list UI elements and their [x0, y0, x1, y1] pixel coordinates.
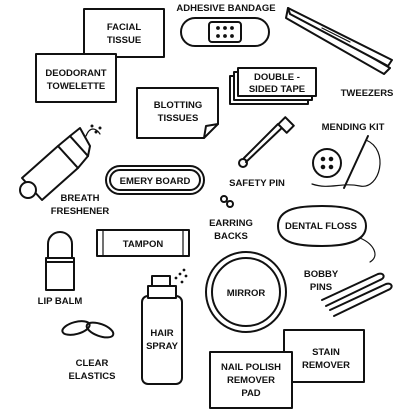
- bobby-pins-label-2: PINS: [310, 282, 332, 293]
- breath-freshener-label-2: FRESHENER: [51, 206, 110, 217]
- hair-spray-icon: [141, 295, 183, 385]
- breath-freshener-item: BREATH FRESHENER: [19, 124, 110, 217]
- blotting-tissues-item: BLOTTING TISSUES: [136, 87, 219, 139]
- deodorant-towelette-label-1: DEODORANT: [45, 68, 106, 79]
- tampon-item: TAMPON: [96, 229, 190, 257]
- safety-pin-label: SAFETY PIN: [229, 178, 285, 189]
- hair-spray-item: HAIR SPRAY: [141, 268, 188, 385]
- hair-spray-label-2: SPRAY: [146, 341, 179, 352]
- stain-remover-icon: [283, 329, 365, 383]
- safety-pin-icon: [245, 123, 287, 163]
- mending-kit-item: MENDING KIT: [311, 122, 385, 189]
- tampon-icon: [96, 229, 190, 257]
- nail-polish-remover-pad-label-3: PAD: [241, 388, 260, 399]
- lip-balm-icon: [47, 231, 73, 259]
- facial-tissue-label-1: FACIAL: [107, 22, 142, 33]
- bobby-pins-item: BOBBY PINS: [304, 269, 393, 317]
- hair-spray-label-1: HAIR: [150, 328, 173, 339]
- clear-elastics-item: CLEAR ELASTICS: [61, 320, 116, 382]
- blotting-tissues-icon: [136, 87, 219, 139]
- emery-board-icon: [105, 165, 205, 195]
- adhesive-bandage-item: ADHESIVE BANDAGE: [176, 3, 276, 47]
- deodorant-towelette-label-2: TOWELETTE: [47, 81, 105, 92]
- double-sided-tape-label-1: DOUBLE -: [254, 72, 300, 83]
- deodorant-towelette-item: DEODORANT TOWELETTE: [35, 53, 117, 103]
- mirror-label: MIRROR: [227, 288, 266, 299]
- stain-remover-item: STAIN REMOVER: [283, 329, 365, 383]
- safety-pin-item: SAFETY PIN: [229, 116, 295, 189]
- nail-polish-remover-pad-item: NAIL POLISH REMOVER PAD: [209, 351, 293, 409]
- needle-icon: [343, 135, 369, 189]
- nail-polish-remover-pad-icon: [209, 351, 293, 409]
- dental-floss-label: DENTAL FLOSS: [285, 221, 357, 232]
- tweezers-label: TWEEZERS: [341, 88, 394, 99]
- deodorant-towelette-icon: [35, 53, 117, 103]
- facial-tissue-icon: [83, 8, 165, 58]
- emery-board-label: EMERY BOARD: [120, 176, 191, 187]
- adhesive-bandage-icon: [180, 17, 270, 47]
- emery-board-item: EMERY BOARD: [105, 165, 205, 195]
- clear-elastics-label-2: ELASTICS: [69, 371, 116, 382]
- mirror-item: MIRROR: [205, 251, 287, 333]
- nail-polish-remover-pad-label-1: NAIL POLISH: [221, 362, 281, 373]
- breath-freshener-label-1: BREATH: [61, 193, 100, 204]
- button-icon: [312, 148, 342, 178]
- nail-polish-remover-pad-label-2: REMOVER: [227, 375, 275, 386]
- blotting-tissues-label-1: BLOTTING: [154, 100, 203, 111]
- blotting-tissues-label-2: TISSUES: [158, 113, 199, 124]
- earring-backs-label-1: EARRING: [209, 218, 253, 229]
- lip-balm-label: LIP BALM: [38, 296, 83, 307]
- earring-backs-item: EARRING BACKS: [209, 195, 253, 242]
- mending-kit-label: MENDING KIT: [322, 122, 385, 133]
- clear-elastics-icon: [61, 320, 91, 336]
- earring-backs-icon: [220, 195, 228, 203]
- mirror-icon: [205, 251, 287, 333]
- double-sided-tape-item: DOUBLE - SIDED TAPE: [229, 67, 317, 105]
- dental-floss-item: DENTAL FLOSS: [277, 205, 376, 263]
- stain-remover-label-2: REMOVER: [302, 360, 350, 371]
- bobby-pins-label-1: BOBBY: [304, 269, 339, 280]
- facial-tissue-item: FACIAL TISSUE: [83, 8, 165, 58]
- facial-tissue-label-2: TISSUE: [107, 35, 141, 46]
- bobby-pins-icon: [321, 272, 385, 307]
- earring-backs-label-2: BACKS: [214, 231, 248, 242]
- clear-elastics-label-1: CLEAR: [76, 358, 109, 369]
- stain-remover-label-1: STAIN: [312, 347, 340, 358]
- double-sided-tape-label-2: SIDED TAPE: [249, 84, 305, 95]
- tweezers-item: TWEEZERS: [285, 7, 394, 99]
- tampon-label: TAMPON: [123, 239, 164, 250]
- adhesive-bandage-label: ADHESIVE BANDAGE: [176, 3, 275, 14]
- dental-floss-icon: [277, 205, 367, 247]
- lip-balm-item: LIP BALM: [38, 231, 83, 307]
